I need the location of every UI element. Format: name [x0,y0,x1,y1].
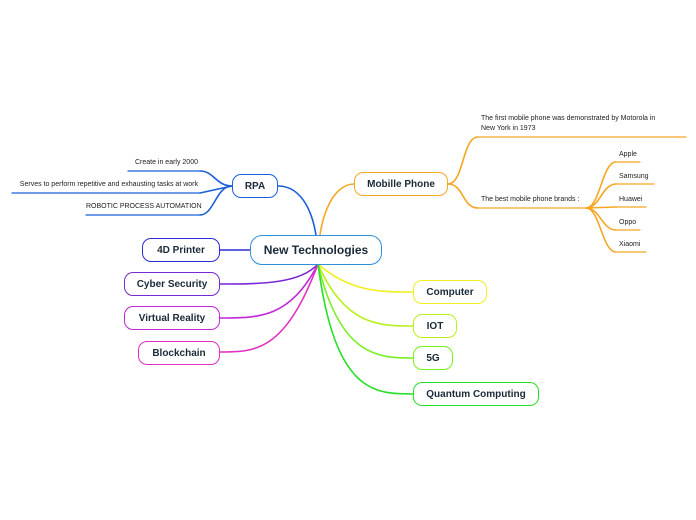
connector-mobile-first [447,136,479,185]
brand-oppo[interactable]: Oppo [619,219,637,226]
connector-root-virtual-reality [219,263,319,319]
connector-root-computer [317,263,414,293]
root-node[interactable]: New Technologies [250,235,382,265]
connector-root-cyber-security [219,263,319,285]
branch-5g[interactable]: 5G [413,346,453,370]
connector-root-quantum [317,263,414,395]
connector-brand-huawei [585,206,617,209]
mobile-phone-node[interactable]: Mobille Phone [354,172,448,196]
brand-xiaomi[interactable]: Xiaomi [619,241,641,248]
rpa-detail-robotic-process-automation[interactable]: ROBOTIC PROCESS AUTOMATION [86,203,202,210]
branch-4d-printer[interactable]: 4D Printer [142,238,220,262]
brand-samsung[interactable]: Samsung [619,173,649,180]
connector-root-5g [317,263,414,359]
mobile-first-phone-fact[interactable]: The first mobile phone was demonstrated … [481,115,656,132]
mobile-brands-label[interactable]: The best mobile phone brands : [481,196,580,203]
rpa-node[interactable]: RPA [232,174,278,198]
connector-mobile-brands [447,183,479,209]
connector-brand-oppo [585,207,617,231]
connector-rpa-detail-3 [199,185,233,216]
branch-cyber-security[interactable]: Cyber Security [124,272,220,296]
connector-brand-samsung [585,183,617,209]
brand-huawei[interactable]: Huawei [619,196,643,203]
branch-virtual-reality[interactable]: Virtual Reality [124,306,220,330]
branch-computer[interactable]: Computer [413,280,487,304]
brand-apple[interactable]: Apple [619,151,637,158]
rpa-detail-repetitive-tasks[interactable]: Serves to perform repetitive and exhaust… [19,181,198,188]
connector-brand-xiaomi [585,207,617,253]
branch-quantum-computing[interactable]: Quantum Computing [413,382,539,406]
branch-iot[interactable]: IOT [413,314,457,338]
connector-root-iot [317,263,414,327]
connector-rpa-detail-1 [199,170,233,187]
branch-blockchain[interactable]: Blockchain [138,341,220,365]
connector-root-blockchain [219,263,319,353]
rpa-detail-early-2000[interactable]: Create in early 2000 [134,159,198,166]
